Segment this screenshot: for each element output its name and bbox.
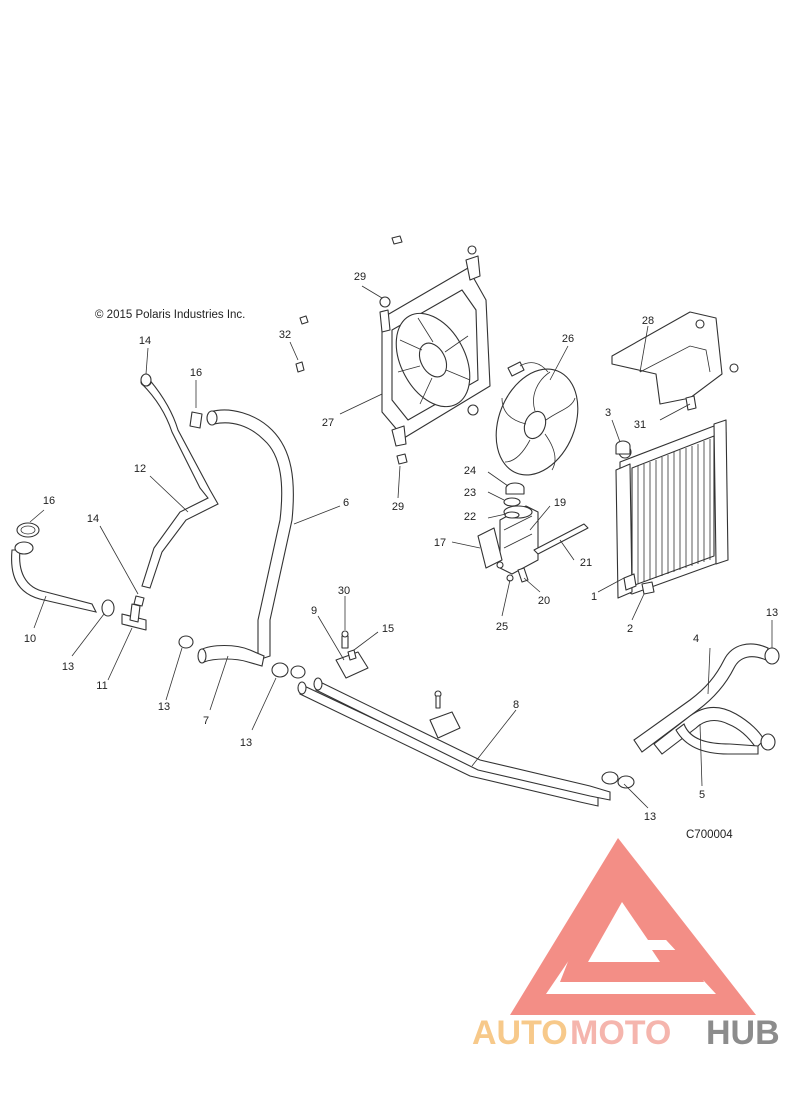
callout-15: 15 — [382, 623, 394, 635]
callout-16: 16 — [43, 495, 55, 507]
clamp-13-left — [101, 599, 115, 617]
clamp-13-6 — [271, 662, 306, 679]
leader-lines — [29, 285, 773, 809]
drain-plug — [641, 581, 655, 595]
callout-20: 20 — [538, 595, 550, 607]
callout-19: 19 — [554, 497, 566, 509]
clamp-13-7 — [178, 635, 194, 649]
hose-6 — [206, 409, 294, 661]
callout-27: 27 — [322, 417, 334, 429]
tee-fitting-11 — [121, 603, 147, 631]
callout-6: 6 — [343, 497, 349, 509]
copyright-text: © 2015 Polaris Industries Inc. — [95, 309, 245, 321]
callout-13: 13 — [62, 661, 74, 673]
hose-10 — [11, 541, 98, 613]
watermark-auto: AUTO — [472, 1014, 568, 1052]
callout-31: 31 — [634, 419, 646, 431]
hose-12 — [140, 377, 219, 589]
callout-10: 10 — [24, 633, 36, 645]
callout-5: 5 — [699, 789, 705, 801]
shroud-fasteners — [295, 235, 479, 465]
callout-14: 14 — [139, 335, 151, 347]
callout-14: 14 — [87, 513, 99, 525]
callout-13: 13 — [644, 811, 656, 823]
callout-13: 13 — [766, 607, 778, 619]
clamp-16-left — [16, 522, 40, 538]
coolant-tubes-8 — [297, 677, 611, 807]
callout-29: 29 — [354, 271, 366, 283]
watermark-hub: HUB — [706, 1014, 780, 1052]
coolant-reservoir — [477, 505, 589, 583]
callout-4: 4 — [693, 633, 699, 645]
callout-8: 8 — [513, 699, 519, 711]
hose-5 — [653, 706, 765, 755]
callout-25: 25 — [496, 621, 508, 633]
callout-21: 21 — [580, 557, 592, 569]
callout-16: 16 — [190, 367, 202, 379]
callout-28: 28 — [642, 315, 654, 327]
callout-1: 1 — [591, 591, 597, 603]
cooling-fan — [495, 361, 579, 476]
callout-24: 24 — [464, 465, 476, 477]
watermark-moto: MOTO — [570, 1014, 671, 1052]
callout-30: 30 — [338, 585, 350, 597]
radiator-bracket — [611, 311, 739, 411]
watermark-text: AUTO MOTO HUB — [472, 1014, 780, 1052]
callout-11: 11 — [96, 680, 107, 692]
clamp-13-right — [760, 647, 780, 751]
callout-17: 17 — [434, 537, 446, 549]
callout-7: 7 — [203, 715, 209, 727]
callout-29: 29 — [392, 501, 404, 513]
callout-23: 23 — [464, 487, 476, 499]
diagram-code: C700004 — [686, 829, 733, 841]
screws-30-15 — [341, 630, 442, 709]
radiator-cap — [615, 440, 631, 455]
reservoir-cap-stack — [503, 482, 525, 519]
callout-22: 22 — [464, 511, 476, 523]
callout-26: 26 — [562, 333, 574, 345]
callout-32: 32 — [279, 329, 291, 341]
callout-2: 2 — [627, 623, 633, 635]
callout-13: 13 — [240, 737, 252, 749]
callout-9: 9 — [311, 605, 317, 617]
callout-labels: 16 14 16 12 14 10 13 11 13 7 13 6 9 30 1… — [24, 271, 778, 823]
hose-7 — [197, 644, 265, 667]
clamp-13-8 — [601, 771, 635, 789]
callout-13: 13 — [158, 701, 170, 713]
callout-12: 12 — [134, 463, 146, 475]
watermark-logo — [510, 838, 756, 1015]
clamp-14 — [133, 373, 152, 607]
callout-3: 3 — [605, 407, 611, 419]
radiator — [615, 419, 729, 599]
clamp-16-mid — [189, 411, 203, 429]
fan-shroud — [379, 245, 491, 447]
